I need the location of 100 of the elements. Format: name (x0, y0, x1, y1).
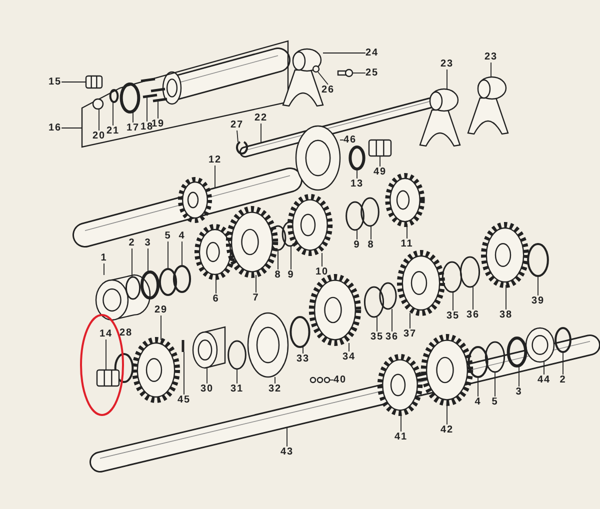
leader-line (146, 96, 148, 122)
callout-number: 2 (128, 238, 136, 248)
callout-number: 36 (385, 332, 399, 342)
callout-number: 21 (106, 126, 120, 136)
callout-number: 22 (254, 112, 268, 124)
leader-line (206, 368, 208, 384)
leader-line (452, 292, 454, 311)
bolt (337, 68, 354, 78)
cylindrical-part (525, 327, 555, 363)
leader-line (112, 102, 114, 126)
ring-washer (379, 282, 397, 310)
callout-number: 42 (440, 424, 454, 436)
leader-line (446, 69, 448, 90)
shaft (72, 168, 302, 248)
gear (377, 354, 423, 416)
leader-line (132, 112, 134, 123)
callout-number: 31 (230, 384, 244, 394)
callout-number: 12 (208, 154, 222, 166)
leader-line (160, 315, 162, 340)
cylindrical-part (247, 312, 289, 378)
ring-washer (172, 265, 192, 293)
callout-number: 9 (354, 240, 360, 250)
callout-number: 5 (164, 230, 172, 242)
callout-number: 4 (178, 230, 186, 242)
clamp-lug (312, 65, 320, 73)
leader-line (356, 168, 358, 179)
leader-line (236, 368, 238, 384)
callout-number: 49 (373, 166, 387, 178)
leader-line (348, 342, 350, 352)
callout-number: 36 (466, 310, 480, 320)
callout-number: 20 (92, 130, 106, 142)
ring-washer (554, 327, 572, 353)
leader-line (356, 230, 358, 240)
callout-number: 33 (296, 354, 310, 364)
gear (287, 194, 333, 256)
ring-washer (442, 261, 462, 293)
leader-line (236, 130, 238, 142)
callout-number: 44 (537, 374, 551, 386)
callout-number: 35 (370, 332, 384, 342)
leader-line (214, 165, 216, 188)
ring-washer (158, 268, 178, 296)
ring-washer (109, 89, 119, 103)
leader-line (400, 412, 402, 432)
callout-number: 14 (99, 328, 113, 340)
callout-number: 28 (119, 328, 133, 338)
leader-line (562, 352, 564, 375)
callout-number: 38 (499, 310, 513, 320)
callout-number: 24 (365, 48, 379, 58)
callout-number: 34 (342, 352, 356, 362)
shift-fork (467, 76, 509, 135)
gear (385, 173, 425, 227)
callout-number: 7 (252, 292, 260, 304)
leader-line (286, 427, 288, 447)
callout-number: 9 (288, 270, 294, 280)
leader-line (406, 224, 408, 239)
ring-washer (527, 243, 549, 277)
leader-line (490, 62, 492, 78)
group-bracket (81, 40, 289, 148)
callout-number: 43 (280, 446, 294, 458)
ring-washer (140, 270, 160, 300)
gear (226, 206, 278, 278)
ring-washer (348, 146, 366, 170)
cylindrical-part (295, 125, 341, 191)
nut (85, 75, 103, 89)
leader-line (290, 246, 292, 270)
callout-number: 11 (400, 238, 414, 250)
gear (308, 274, 362, 346)
ring-washer (460, 256, 480, 288)
callout-number: 19 (151, 118, 165, 130)
callout-number: 1 (100, 252, 108, 264)
callout-number: 30 (200, 384, 214, 394)
callout-number: 35 (446, 310, 460, 322)
callout-number: 25 (365, 68, 379, 78)
callout-number: 23 (484, 52, 498, 62)
callout-number: 37 (403, 328, 417, 340)
callout-number: 15 (48, 76, 62, 88)
gear (397, 250, 445, 316)
callout-number: 45 (177, 394, 191, 406)
leader-line (446, 402, 448, 425)
gear (481, 222, 529, 288)
leader-line (518, 366, 520, 387)
callout-number: 32 (268, 384, 282, 394)
leader-line (274, 376, 276, 384)
gear (420, 334, 474, 406)
callout-number: 40 (333, 374, 347, 386)
callout-number: 2 (560, 374, 566, 386)
ring-washer (120, 82, 140, 114)
callout-number: 16 (48, 122, 62, 134)
ring-washer (360, 197, 380, 227)
leader-line (98, 108, 100, 131)
leader-line (260, 123, 262, 143)
ring-washer (364, 286, 384, 318)
callout-number: 29 (154, 304, 168, 316)
ring-washer (290, 316, 310, 348)
callout-number: 46 (343, 134, 357, 146)
callout-number: 3 (516, 386, 522, 398)
leader-line (352, 72, 366, 74)
callout-number: 5 (492, 396, 498, 408)
callout-number: 26 (321, 84, 335, 96)
bushing (192, 326, 226, 369)
